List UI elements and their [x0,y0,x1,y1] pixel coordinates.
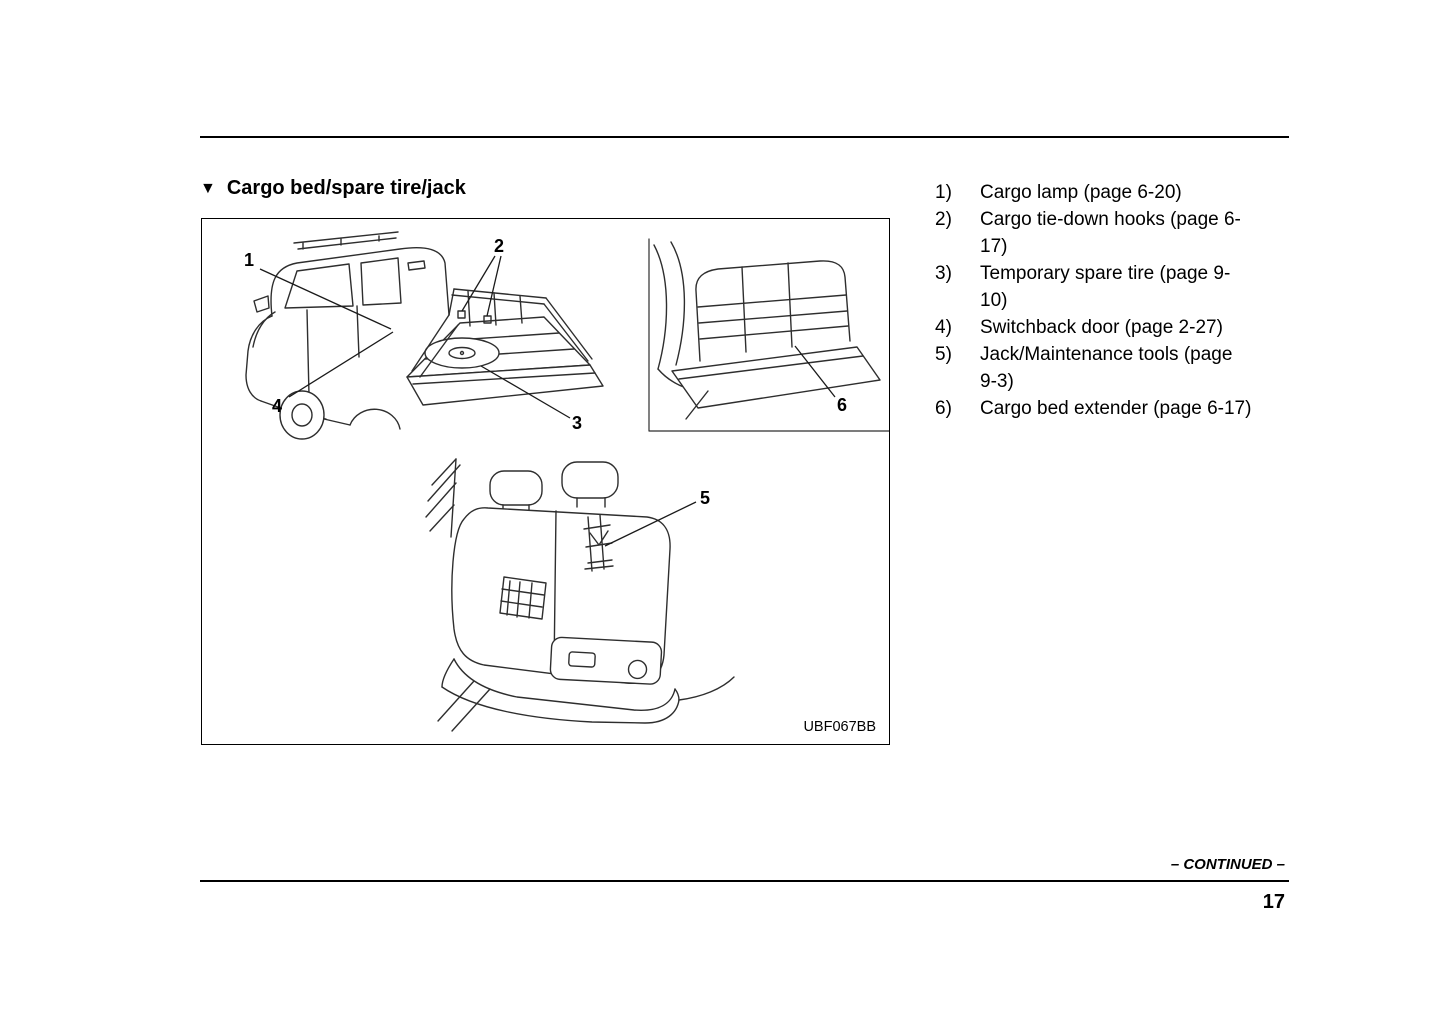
page-number: 17 [1262,891,1285,913]
item-number: 5) [935,344,952,365]
item-number: 4) [935,317,952,338]
section-marker-icon: ▼ [200,179,216,197]
section-heading: ▼ Cargo bed/spare tire/jack [200,177,466,200]
continued-marker: – CONTINUED – [1170,856,1285,873]
parts-list-item: 1) Cargo lamp (page 6-20) [935,179,1265,206]
item-text: Cargo lamp (page 6-20) [980,182,1182,203]
item-text: Cargo tie-down hooks (page 6-17) [980,209,1241,257]
callout-1: 1 [243,250,255,270]
callout-2: 2 [493,236,505,256]
callout-6: 6 [836,395,848,415]
item-text: Cargo bed extender (page 6-17) [980,398,1252,419]
callout-4: 4 [271,396,283,416]
parts-list-item: 2) Cargo tie-down hooks (page 6-17) [935,206,1265,260]
callout-leader-lines [259,255,836,547]
item-text: Jack/Maintenance tools (page 9-3) [980,344,1233,392]
parts-list-item: 5) Jack/Maintenance tools (page 9-3) [935,341,1265,395]
bed-extender-illustration [648,238,889,432]
item-number: 1) [935,182,952,203]
parts-list-item: 6) Cargo bed extender (page 6-17) [935,395,1265,422]
parts-list-item: 4) Switchback door (page 2-27) [935,314,1265,341]
item-number: 3) [935,263,952,284]
item-text: Switchback door (page 2-27) [980,317,1223,338]
top-rule [200,136,1289,138]
callout-3: 3 [571,413,583,433]
item-number: 6) [935,398,952,419]
bottom-rule [200,880,1289,882]
parts-list: 1) Cargo lamp (page 6-20) 2) Cargo tie-d… [935,179,1265,422]
item-number: 2) [935,209,952,230]
figure-illustration [245,231,889,732]
section-heading-text: Cargo bed/spare tire/jack [226,177,466,199]
rear-seat-illustration [425,458,735,732]
callout-5: 5 [699,488,711,508]
item-text: Temporary spare tire (page 9-10) [980,263,1231,311]
figure-box: 1 2 3 4 5 6 UBF067BB [201,218,890,745]
truck-illustration [245,231,604,440]
figure-code: UBF067BB [803,719,876,735]
parts-list-item: 3) Temporary spare tire (page 9-10) [935,260,1265,314]
